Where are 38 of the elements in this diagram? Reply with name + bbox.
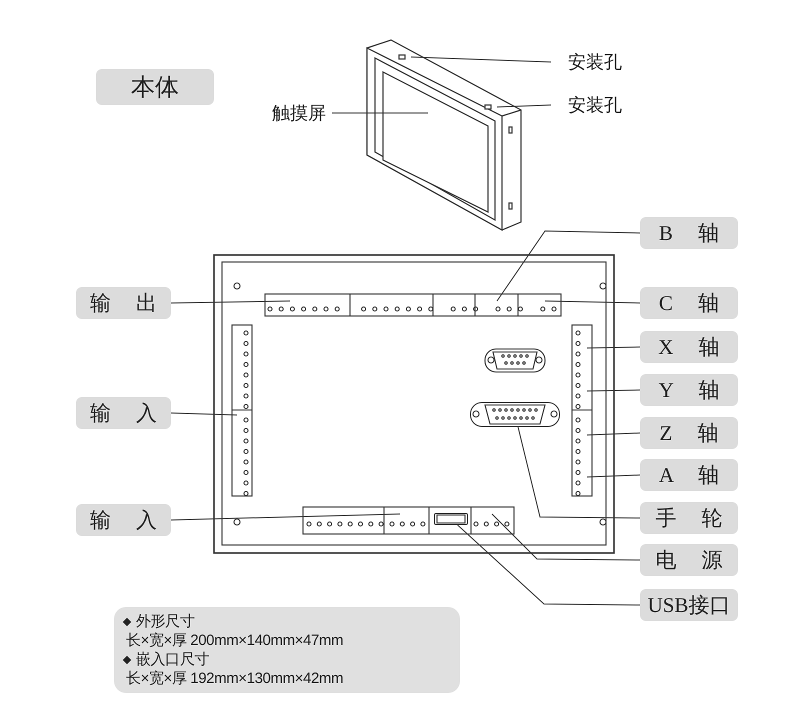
note-text: 长×宽×厚 200mm×140mm×47mm xyxy=(126,631,344,650)
leader-line xyxy=(496,104,552,108)
callout-label: C 轴 xyxy=(640,287,738,319)
note-heading: 外形尺寸 xyxy=(136,612,194,631)
leader-label: 触摸屏 xyxy=(266,99,332,127)
notes-panel xyxy=(114,607,460,693)
callout-label: 输 出 xyxy=(76,287,171,319)
leader-line xyxy=(410,56,552,62)
leader-line xyxy=(170,300,290,304)
callout-label: Y 轴 xyxy=(640,374,738,406)
leader-line xyxy=(332,112,428,114)
leader-line xyxy=(492,514,640,560)
callout-label: 输 入 xyxy=(76,504,171,536)
callout-label: USB接口 xyxy=(640,589,738,621)
leader-label: 安装孔 xyxy=(551,47,639,77)
leader-line xyxy=(170,412,238,416)
title-label: 本体 xyxy=(96,69,214,105)
leader-line xyxy=(170,514,400,520)
leader-label: 安装孔 xyxy=(551,90,639,120)
callout-label: 输 入 xyxy=(76,397,171,429)
callout-label: 电 源 xyxy=(640,544,738,576)
leader-line xyxy=(496,230,640,302)
callout-label: Z 轴 xyxy=(640,417,738,449)
leader-line xyxy=(586,346,640,348)
d-sub-connector xyxy=(470,402,560,427)
leader-line xyxy=(457,524,640,606)
leader-line xyxy=(518,426,640,518)
callout-label: 手 轮 xyxy=(640,502,738,534)
callout-label: A 轴 xyxy=(640,459,738,491)
usb-port xyxy=(434,513,468,525)
callout-label: B 轴 xyxy=(640,217,738,249)
note-text: 长×宽×厚 192mm×130mm×42mm xyxy=(126,669,344,688)
leader-line xyxy=(586,474,640,478)
callout-label: X 轴 xyxy=(640,331,738,363)
leader-line xyxy=(586,390,640,392)
leader-line xyxy=(544,300,640,304)
note-heading: 嵌入口尺寸 xyxy=(136,650,210,669)
leader-line xyxy=(586,432,640,436)
